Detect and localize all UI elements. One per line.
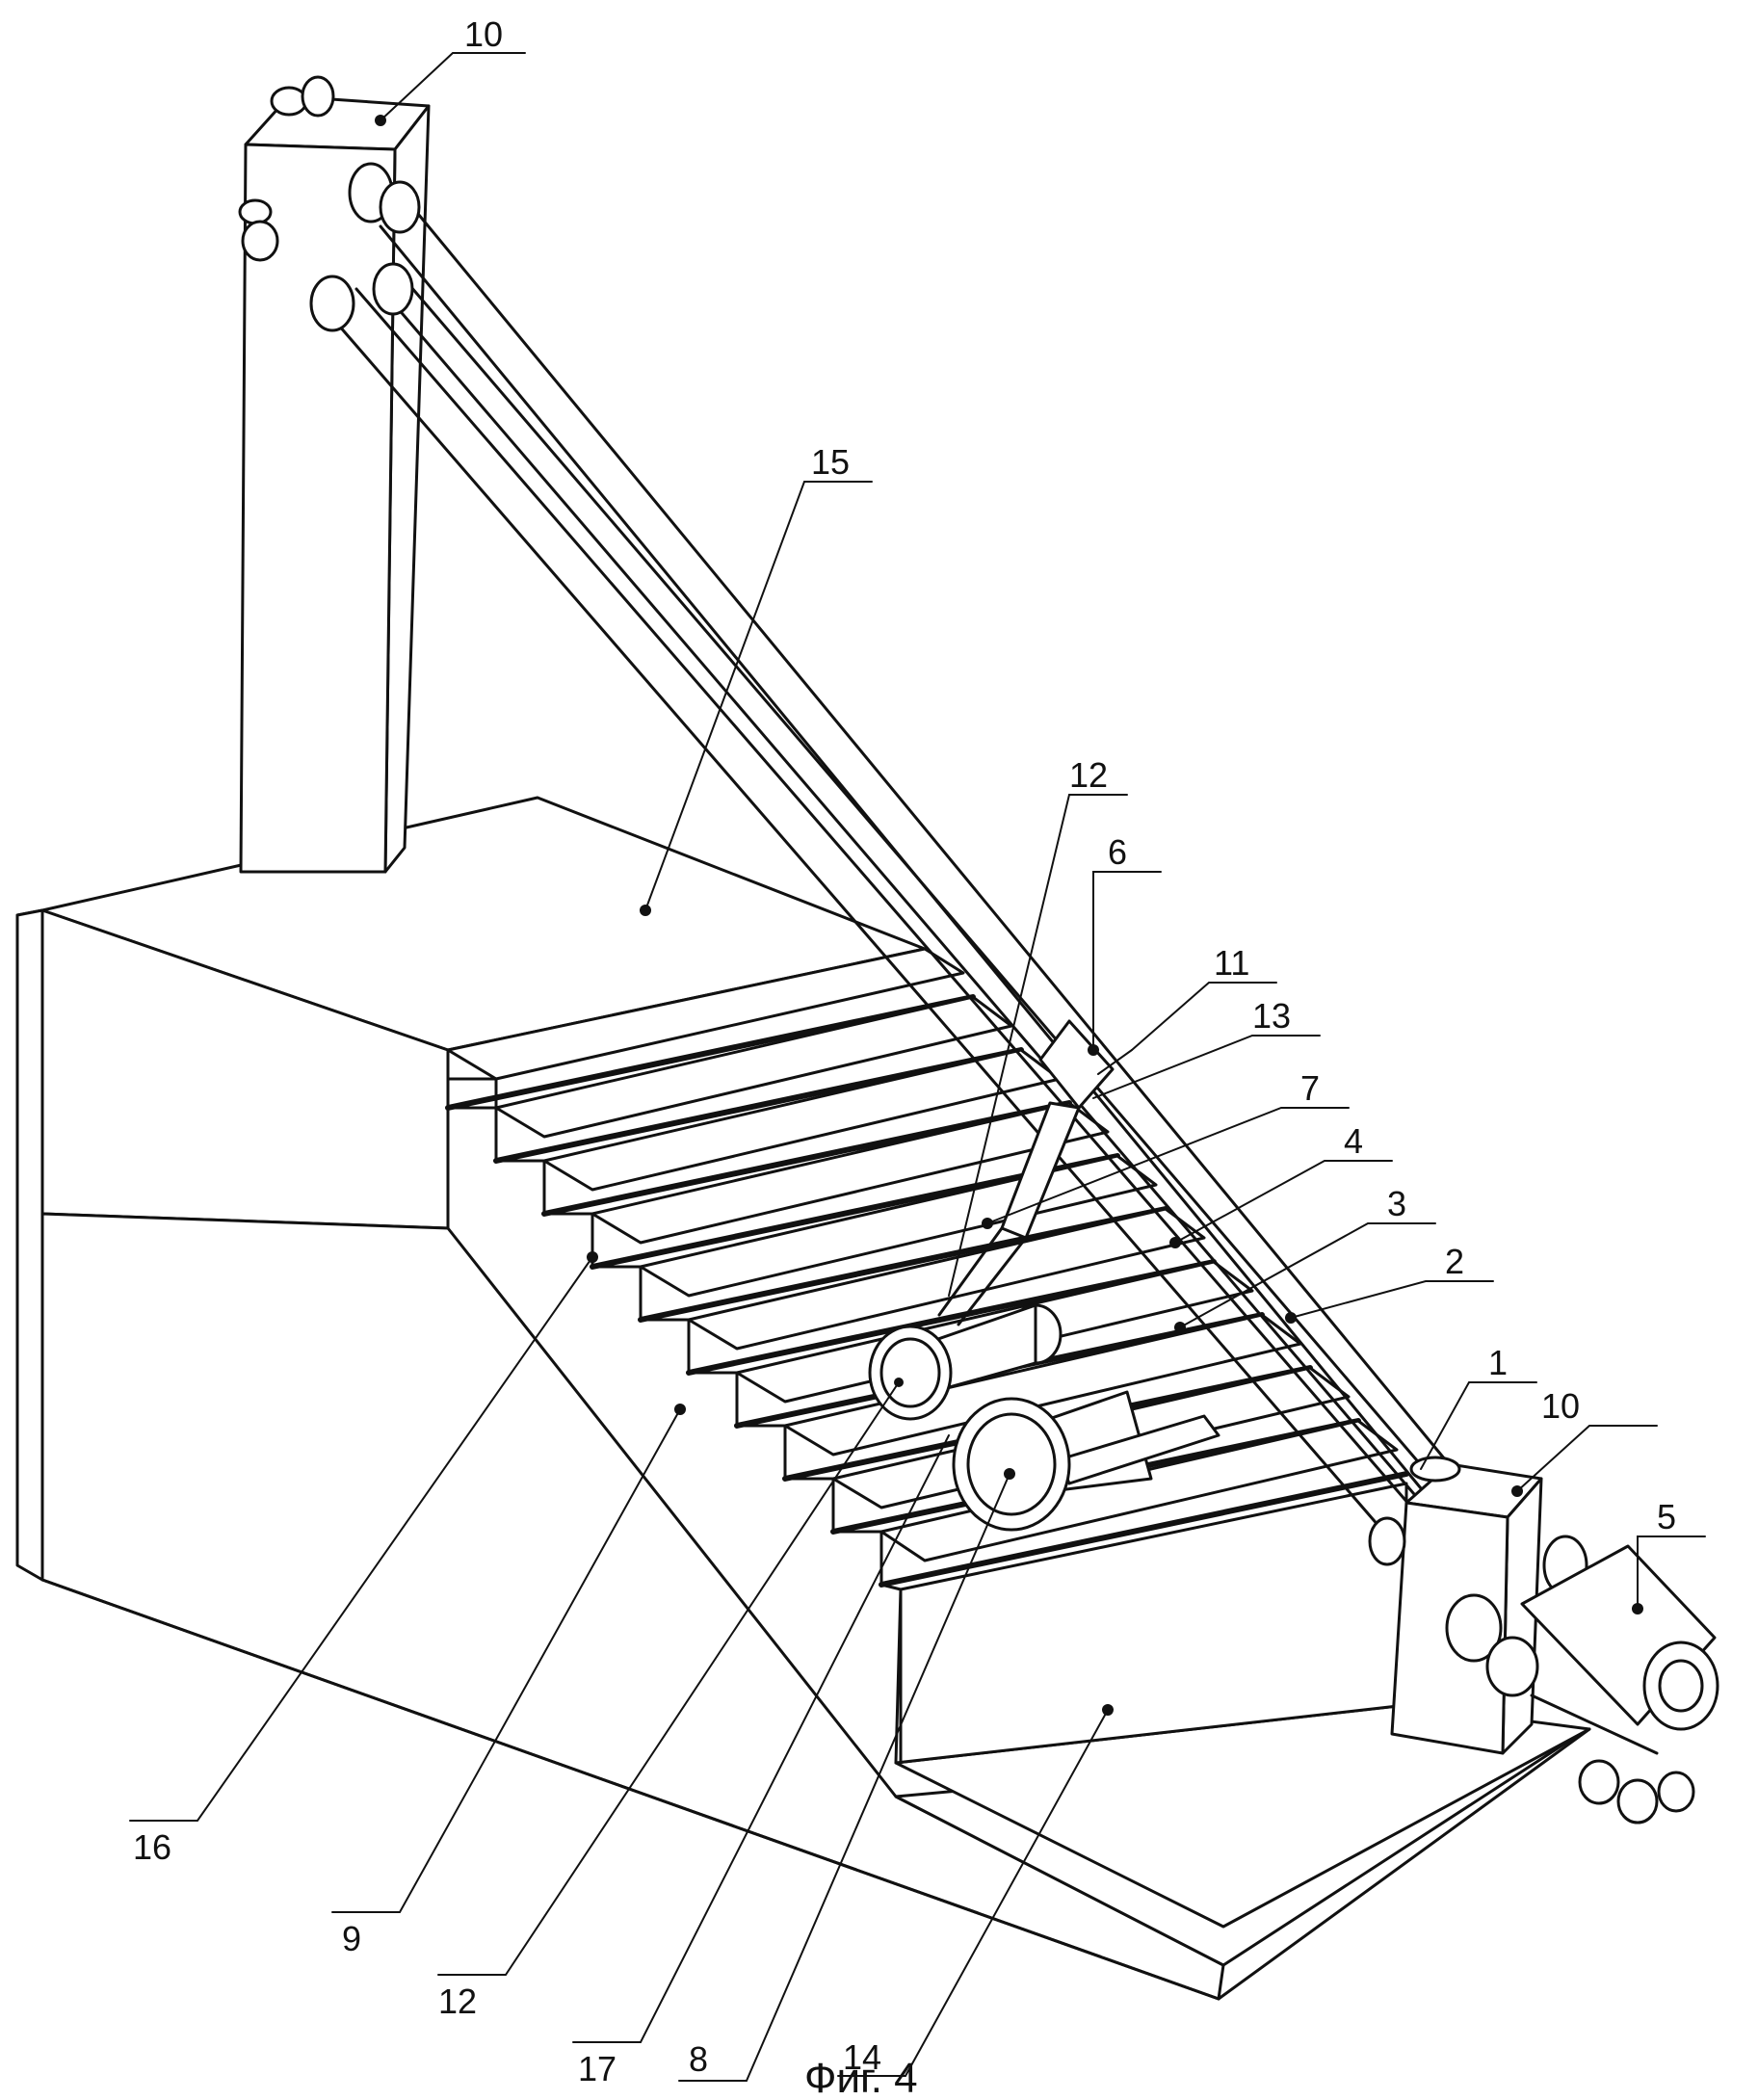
carriage xyxy=(937,1019,1133,1326)
rail-1-edge-b xyxy=(403,196,1447,1461)
lower-rail-end xyxy=(1409,1456,1461,1483)
callout-labels: 10 10 15 12 6 11 13 7 4 3 2 1 5 16 9 12 … xyxy=(133,14,1676,2088)
callout-2: 2 xyxy=(1445,1242,1464,1281)
callout-7: 7 xyxy=(1300,1068,1320,1108)
block-base-edge xyxy=(40,1578,1220,2001)
drive-nut-1 xyxy=(1578,1759,1620,1805)
callout-5: 5 xyxy=(1657,1497,1676,1536)
wheel-assembly xyxy=(868,1303,1220,1532)
upper-post-front xyxy=(239,143,397,874)
carriage-clamp xyxy=(1038,1019,1115,1110)
drive-flange-hole xyxy=(1658,1659,1704,1713)
upper-bearing-4 xyxy=(372,262,414,316)
callout-14: 14 xyxy=(843,2037,881,2077)
rail-2-edge-b xyxy=(354,287,1418,1514)
callout-13: 13 xyxy=(1252,996,1291,1036)
step-6 xyxy=(687,1207,1206,1351)
block-side-left xyxy=(15,908,44,1582)
callout-10-lower: 10 xyxy=(1541,1386,1580,1426)
large-wheel-inner xyxy=(966,1412,1057,1516)
callout-9: 9 xyxy=(342,1919,361,1958)
upper-bearing-3 xyxy=(309,275,355,332)
upper-nut-1 xyxy=(270,86,308,117)
callout-4: 4 xyxy=(1344,1121,1363,1161)
upper-nut-2 xyxy=(301,75,335,118)
callout-3: 3 xyxy=(1387,1184,1406,1223)
guide-rails xyxy=(330,196,1447,1543)
upper-bearings xyxy=(238,75,421,332)
upper-nut-4 xyxy=(241,220,279,262)
callout-6: 6 xyxy=(1108,832,1127,872)
callout-leaders xyxy=(129,52,1706,2082)
upper-nut-3 xyxy=(238,198,273,225)
rail-2-edge-a xyxy=(330,316,1394,1543)
carriage-link-2 xyxy=(957,1236,1028,1326)
callout-12-lower: 12 xyxy=(438,1982,477,2021)
step-1 xyxy=(446,947,965,1081)
drive-nut-3 xyxy=(1657,1771,1695,1813)
callout-11: 11 xyxy=(1214,943,1249,983)
upper-bearing-2 xyxy=(379,180,421,234)
drive-bearing-3 xyxy=(1485,1636,1539,1697)
callout-15: 15 xyxy=(811,442,850,482)
figure-caption: Фиг. 4 xyxy=(804,2055,918,2100)
lever-11 xyxy=(1097,1049,1133,1075)
block-bottom-edge xyxy=(1217,1727,1591,2001)
staircase-block xyxy=(15,796,1591,2001)
drive-shaft xyxy=(1530,1693,1659,1755)
step-4 xyxy=(590,1101,1110,1245)
drive-unit xyxy=(1445,1535,1719,1824)
callout-17: 17 xyxy=(578,2049,617,2088)
callout-10-upper: 10 xyxy=(464,14,503,54)
step-profile xyxy=(446,1048,903,1765)
rail-3-edge-b xyxy=(403,277,1447,1495)
callout-16: 16 xyxy=(133,1827,171,1867)
callout-8: 8 xyxy=(689,2039,708,2079)
callout-1: 1 xyxy=(1488,1343,1508,1382)
drive-bearing-2 xyxy=(1445,1593,1503,1663)
lower-rail-end-2 xyxy=(1368,1516,1406,1566)
callout-12-upper: 12 xyxy=(1069,755,1108,795)
carriage-link xyxy=(937,1226,1004,1317)
rail-3-edge-a xyxy=(383,292,1428,1509)
small-wheel-inner xyxy=(879,1337,941,1408)
drive-nut-2 xyxy=(1616,1778,1659,1824)
